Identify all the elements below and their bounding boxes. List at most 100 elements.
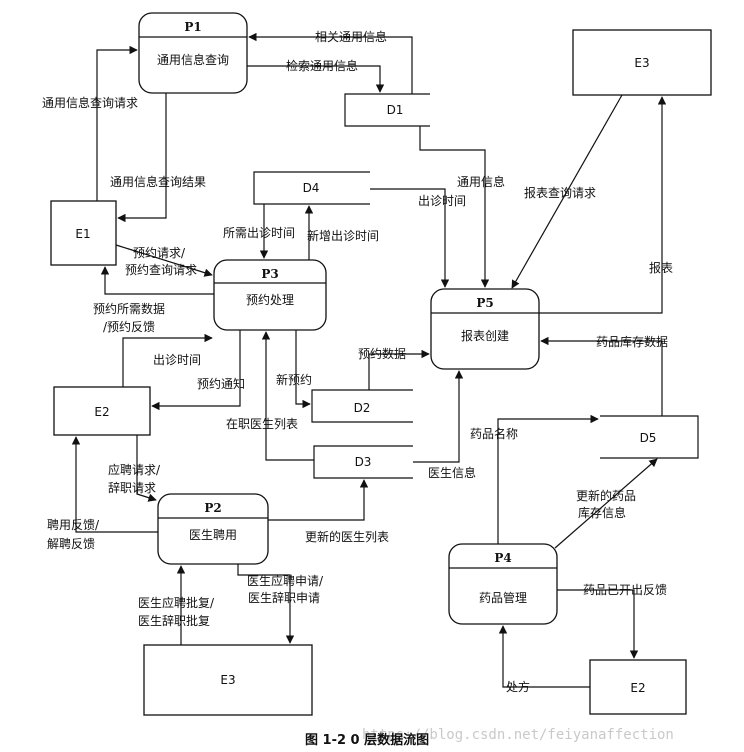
- flow-report-query: 报表查询请求: [511, 94, 623, 289]
- process-p2-name: 医生聘用: [189, 528, 237, 542]
- flow-query-request: 通用信息查询请求: [42, 45, 138, 201]
- watermark: https://blog.csdn.net/feiyanaffection: [362, 727, 674, 743]
- flow-visit-time-e2-label: 出诊时间: [153, 353, 201, 367]
- entity-e1: E1: [50, 200, 117, 266]
- flow-doc-apply-label-2: 医生辞职申请: [248, 590, 320, 605]
- store-d2: D2: [311, 389, 413, 423]
- entity-e2-left: E2: [53, 386, 151, 436]
- flow-general-info: 通用信息: [419, 126, 505, 288]
- flow-drug-stock-label: 药品库存数据: [596, 334, 668, 349]
- flow-appt-data-label: 预约数据: [358, 346, 406, 361]
- flow-drug-name-label: 药品名称: [470, 426, 518, 441]
- process-p2: P2 医生聘用: [157, 493, 269, 565]
- entity-e3-bottom: E3: [143, 644, 313, 716]
- process-p3-name: 预约处理: [246, 292, 294, 307]
- flow-appt-request: 预约请求/ 预约查询请求: [115, 244, 213, 277]
- process-p1: P1 通用信息查询: [138, 12, 248, 94]
- process-p1-id: P1: [184, 20, 201, 34]
- flow-new-appt: 新预约: [276, 330, 312, 409]
- entity-e2-left-label: E2: [94, 405, 109, 419]
- flow-updated-stock-label-2: 库存信息: [578, 505, 626, 520]
- flow-report-label: 报表: [649, 260, 673, 275]
- flow-apply-label-1: 应聘请求/: [108, 462, 161, 477]
- flow-prescription: 处方: [498, 625, 590, 694]
- flow-drug-issued: 药品已开出反馈: [557, 583, 667, 659]
- flow-updated-list-label: 更新的医生列表: [305, 529, 389, 544]
- flow-doctor-list: 在职医生列表: [226, 331, 314, 461]
- flow-updated-stock-label-1: 更新的药品: [576, 488, 636, 503]
- store-d3-label: D3: [355, 455, 372, 469]
- store-d4-label: D4: [303, 181, 320, 195]
- flow-query-request-label: 通用信息查询请求: [42, 95, 138, 110]
- store-d5-label: D5: [640, 431, 657, 445]
- flow-drug-stock: 药品库存数据: [540, 334, 668, 416]
- flow-appt-notice: 预约通知: [151, 330, 245, 411]
- process-p5: P5 报表创建: [430, 288, 540, 370]
- process-p2-id: P2: [204, 501, 221, 515]
- flow-prescription-label: 处方: [506, 679, 530, 694]
- flow-new-time-label: 新增出诊时间: [307, 228, 379, 243]
- flow-new-time: 新增出诊时间: [304, 205, 379, 260]
- flow-appt-data: 预约数据: [358, 346, 430, 390]
- process-p4: P4 药品管理: [448, 543, 558, 625]
- flow-needed-time: 所需出诊时间: [223, 204, 295, 259]
- flow-updated-stock: 更新的药品 库存信息: [554, 458, 658, 549]
- entity-e1-label: E1: [75, 227, 90, 241]
- store-d2-label: D2: [354, 401, 371, 415]
- flow-reply: 医生应聘批复/ 医生辞职批复: [138, 565, 215, 645]
- entity-e3-bottom-label: E3: [220, 673, 235, 687]
- flow-general-info-label: 通用信息: [457, 174, 505, 189]
- flow-feedback: 聘用反馈/ 解聘反馈: [47, 436, 158, 551]
- flow-appt-notice-label: 预约通知: [197, 376, 245, 391]
- process-p5-name: 报表创建: [461, 328, 509, 343]
- store-d1-label: D1: [387, 103, 404, 117]
- store-d3: D3: [313, 445, 413, 479]
- process-p1-name: 通用信息查询: [157, 52, 229, 67]
- flow-reply-label-2: 医生辞职批复: [138, 613, 210, 628]
- flow-query-result-label: 通用信息查询结果: [110, 174, 206, 189]
- store-d4: D4: [253, 171, 370, 205]
- flow-drug-issued-label: 药品已开出反馈: [583, 583, 667, 597]
- entity-e2-right-label: E2: [630, 681, 645, 695]
- flow-visit-time-d4: 出诊时间: [370, 188, 466, 288]
- flow-appt-data-req-label-2: /预约反馈: [103, 319, 155, 334]
- flow-drug-name: 药品名称: [470, 414, 599, 544]
- store-d5: D5: [600, 415, 699, 459]
- flow-feedback-label-1: 聘用反馈/: [47, 518, 100, 532]
- flow-apply: 应聘请求/ 辞职请求: [108, 435, 161, 502]
- flow-reply-label-1: 医生应聘批复/: [138, 595, 215, 610]
- entity-e3-top: E3: [572, 29, 712, 96]
- flow-apply-label-2: 辞职请求: [108, 480, 156, 495]
- flow-feedback-label-2: 解聘反馈: [47, 537, 95, 551]
- flow-search-info: 检索通用信息: [247, 58, 385, 93]
- flow-doctor-info-label: 医生信息: [428, 465, 476, 480]
- flow-visit-time-d4-label: 出诊时间: [418, 194, 466, 208]
- flow-visit-time-e2: 出诊时间: [122, 333, 213, 387]
- flow-appt-data-req: 预约所需数据 /预约反馈: [93, 266, 214, 334]
- flow-related-info: 相关通用信息: [248, 29, 413, 94]
- figure-caption: 图 1-2 0 层数据流图: [305, 732, 429, 748]
- flow-doctor-info: 医生信息: [413, 370, 476, 480]
- flow-doc-apply: 医生应聘申请/ 医生辞职申请: [237, 564, 324, 644]
- process-p4-name: 药品管理: [479, 590, 527, 605]
- entity-e3-top-label: E3: [634, 56, 649, 70]
- flow-appt-data-req-label-1: 预约所需数据: [93, 301, 165, 316]
- flow-related-info-label: 相关通用信息: [315, 29, 387, 44]
- flow-needed-time-label: 所需出诊时间: [223, 226, 295, 240]
- store-d1: D1: [344, 93, 430, 127]
- flow-query-result: 通用信息查询结果: [110, 93, 206, 223]
- flow-doc-apply-label-1: 医生应聘申请/: [247, 573, 324, 588]
- process-p3: P3 预约处理: [213, 259, 327, 331]
- flow-appt-request-label-1: 预约请求/: [133, 245, 186, 260]
- flow-updated-list: 更新的医生列表: [268, 479, 389, 544]
- flow-report-query-label: 报表查询请求: [524, 185, 596, 200]
- flow-doctor-list-label: 在职医生列表: [226, 417, 298, 431]
- flow-new-appt-label: 新预约: [276, 372, 312, 387]
- flow-appt-request-label-2: 预约查询请求: [125, 262, 197, 277]
- process-p3-id: P3: [261, 267, 278, 281]
- process-p5-id: P5: [476, 296, 493, 310]
- flow-search-info-label: 检索通用信息: [286, 58, 358, 73]
- flow-report: 报表: [539, 96, 673, 314]
- entity-e2-right: E2: [589, 659, 687, 715]
